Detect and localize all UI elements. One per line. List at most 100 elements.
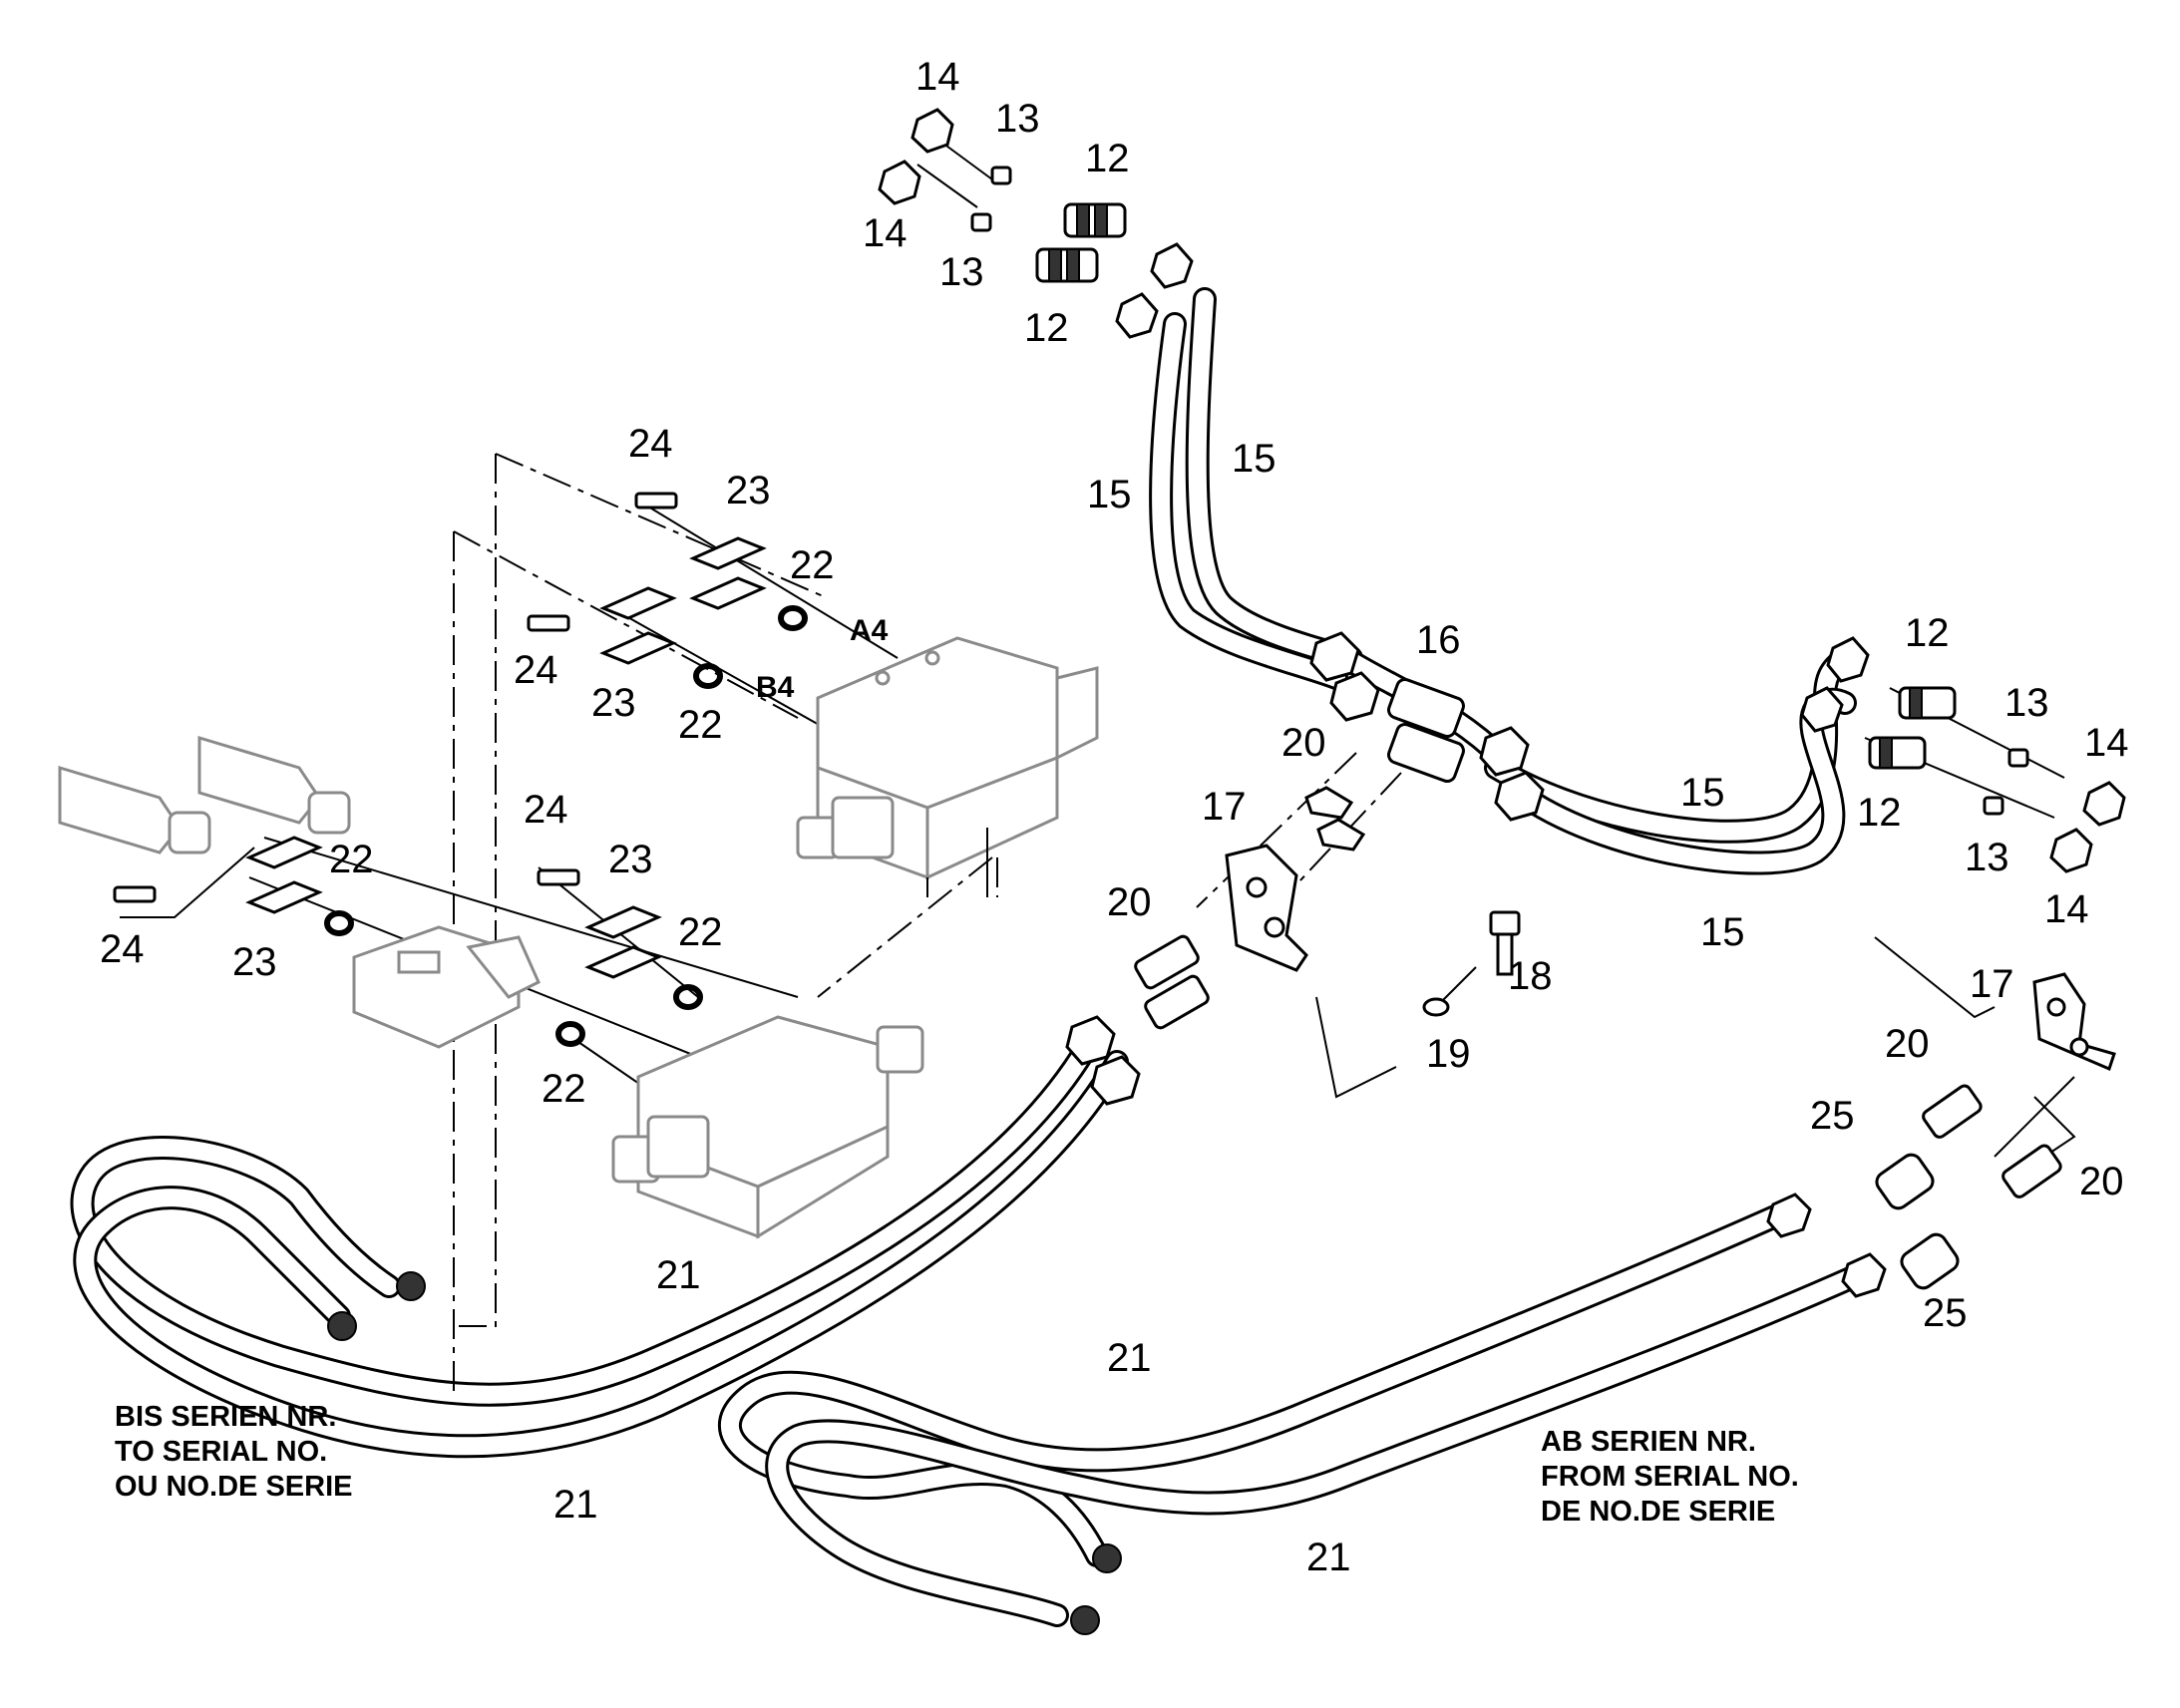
- tee-nut-2: [1329, 671, 1380, 722]
- callout-25: 25: [1923, 1291, 1968, 1335]
- callout-18: 18: [1508, 954, 1553, 998]
- sleeve-13-d: [1983, 796, 2004, 816]
- note-right-line-1: AB SERIEN NR.: [1541, 1426, 1756, 1458]
- washer-20-pair: [1304, 786, 1366, 852]
- callout-24: 24: [628, 422, 673, 466]
- callout-13: 13: [2004, 681, 2049, 725]
- callout-22: 22: [329, 838, 374, 881]
- clamp-23-c: [584, 905, 662, 979]
- serial-note-right: AB SERIEN NR. FROM SERIAL NO. DE NO.DE S…: [1541, 1426, 1799, 1528]
- callout-12: 12: [1905, 611, 1950, 655]
- oring-22-e: [324, 910, 354, 936]
- clamp-23-d: [245, 836, 323, 914]
- port-label-b4: B4: [756, 671, 795, 704]
- hose-nut-21-c: [1766, 1193, 1812, 1238]
- callout-23: 23: [591, 681, 636, 725]
- callout-15: 15: [1087, 473, 1132, 516]
- elbow-nut-c: [1826, 636, 1870, 683]
- tee-assembly: [1065, 631, 1545, 1106]
- clamps-and-rings: [113, 492, 808, 1047]
- callout-22: 22: [678, 703, 723, 747]
- callout-12: 12: [1085, 137, 1130, 180]
- top-fittings: [878, 108, 1194, 339]
- callout-20: 20: [1885, 1022, 1930, 1066]
- callout-20: 20: [2079, 1160, 2124, 1203]
- tee-nut-4: [1494, 771, 1545, 822]
- nut-14-c: [2082, 781, 2126, 827]
- elbow-nut-b: [1115, 292, 1159, 339]
- callout-21: 21: [656, 1253, 701, 1297]
- hose-21-right-pair: [718, 1204, 1867, 1627]
- hose-end-caps: [327, 1271, 1122, 1635]
- oring-22-c: [673, 984, 703, 1010]
- callout-13: 13: [995, 97, 1040, 141]
- callout-22: 22: [542, 1067, 586, 1111]
- callout-24: 24: [100, 927, 145, 971]
- note-left-line-3: OU NO.DE SERIE: [115, 1471, 353, 1503]
- nut-14-d: [2049, 828, 2093, 873]
- callout-20: 20: [1281, 721, 1326, 765]
- clamp-23-b: [599, 586, 677, 665]
- callout-12: 12: [1857, 791, 1902, 835]
- callout-22: 22: [790, 543, 835, 587]
- lower-valve-block: [611, 1015, 924, 1239]
- hose-nut-21-d: [1841, 1252, 1887, 1298]
- oring-22-a: [778, 605, 808, 631]
- callout-13: 13: [939, 250, 984, 294]
- right-fittings: [1800, 636, 2126, 873]
- bolt-18: [1489, 910, 1521, 976]
- callout-15: 15: [1232, 437, 1276, 481]
- callout-25: 25: [1810, 1094, 1855, 1138]
- callout-21: 21: [1306, 1536, 1351, 1579]
- small-valve-block: [352, 925, 541, 1049]
- bracket-17-a: [1225, 844, 1308, 972]
- callout-21: 21: [1107, 1336, 1152, 1380]
- callout-15: 15: [1700, 910, 1745, 954]
- callout-12: 12: [1024, 306, 1069, 350]
- callout-13: 13: [1965, 836, 2009, 879]
- callout-23: 23: [608, 838, 653, 881]
- callout-14: 14: [863, 211, 908, 255]
- adapter-12-b: [1035, 247, 1099, 283]
- adapter-20-b: [1922, 1084, 1983, 1139]
- oring-22-d: [555, 1021, 585, 1047]
- oring-22-b: [693, 663, 723, 689]
- callout-23: 23: [726, 469, 771, 512]
- bracket-17-b: [2032, 972, 2116, 1072]
- sleeve-13-c: [2007, 748, 2029, 768]
- callout-19: 19: [1426, 1032, 1471, 1076]
- callout-14: 14: [2084, 721, 2129, 765]
- adapter-12-c: [1898, 686, 1957, 720]
- hoses: [70, 287, 1867, 1627]
- port-label-a4: A4: [850, 614, 889, 647]
- note-left-line-2: TO SERIAL NO.: [115, 1436, 327, 1468]
- elbow-nut-a: [1150, 242, 1194, 289]
- adapter-12-d: [1868, 736, 1927, 770]
- hose-21-left-pair: [70, 1035, 1129, 1459]
- callout-24: 24: [524, 788, 568, 832]
- callout-14: 14: [915, 55, 960, 99]
- note-right-line-2: FROM SERIAL NO.: [1541, 1461, 1799, 1493]
- adapter-12-a: [1063, 202, 1127, 238]
- callout-20: 20: [1107, 880, 1152, 924]
- note-left-line-1: BIS SERIEN NR.: [115, 1401, 336, 1433]
- left-grey-pipes: [58, 735, 351, 854]
- tee-nut-3: [1479, 726, 1530, 777]
- callout-17: 17: [1970, 962, 2014, 1006]
- serial-note-left: BIS SERIEN NR. TO SERIAL NO. OU NO.DE SE…: [115, 1401, 353, 1503]
- bolt-24-a: [634, 492, 678, 510]
- elbow-nut-d: [1800, 686, 1844, 733]
- callout-15: 15: [1680, 771, 1725, 815]
- callout-17: 17: [1202, 785, 1247, 829]
- upper-valve-block: [796, 636, 1099, 897]
- bolt-24-d: [113, 885, 157, 903]
- nut-14-a: [910, 108, 954, 154]
- callout-16: 16: [1416, 618, 1461, 662]
- callout-24: 24: [514, 648, 558, 692]
- callout-23: 23: [232, 940, 277, 984]
- tee-fitting-16: [1387, 677, 1465, 784]
- bolt-24-b: [527, 614, 570, 632]
- washer-19: [1422, 997, 1450, 1017]
- tee-nut-1: [1309, 631, 1360, 682]
